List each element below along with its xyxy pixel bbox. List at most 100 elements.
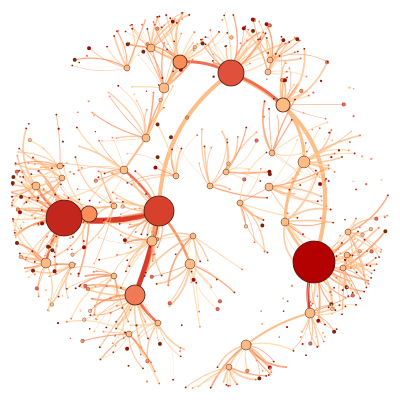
leaf-node bbox=[203, 145, 206, 148]
leaf-node bbox=[370, 277, 372, 279]
leaf-node bbox=[18, 210, 22, 215]
leaf-node bbox=[88, 199, 91, 202]
leaf-node bbox=[137, 334, 140, 337]
leaf-node bbox=[209, 29, 212, 32]
leaf-node bbox=[290, 118, 293, 121]
peripheral-node bbox=[221, 18, 224, 21]
leaf-node bbox=[131, 27, 134, 30]
leaf-node bbox=[146, 28, 149, 30]
leaf-node bbox=[40, 162, 43, 164]
leaf-node bbox=[333, 152, 336, 155]
leaf-node bbox=[241, 268, 244, 271]
peripheral-node bbox=[78, 198, 81, 201]
leaf-node bbox=[134, 231, 137, 233]
leaf-node bbox=[148, 313, 151, 315]
leaf-node bbox=[254, 138, 259, 143]
leaf-node bbox=[124, 242, 127, 245]
leaf-node bbox=[368, 227, 373, 232]
leaf-node bbox=[153, 253, 156, 256]
leaf-node bbox=[325, 167, 327, 170]
leaf-node bbox=[292, 348, 295, 351]
leaf-node bbox=[180, 147, 183, 150]
leaf-node bbox=[199, 260, 202, 263]
leaf-node bbox=[192, 45, 197, 50]
leaf-node bbox=[293, 36, 296, 39]
leaf-node bbox=[79, 284, 82, 286]
peripheral-node bbox=[337, 149, 341, 152]
peripheral-node bbox=[115, 345, 117, 347]
leaf-node bbox=[16, 173, 19, 176]
leaf-node bbox=[285, 70, 288, 73]
leaf-node bbox=[134, 170, 137, 173]
peripheral-node bbox=[352, 88, 355, 90]
leaf-node bbox=[335, 328, 338, 330]
leaf-node bbox=[98, 201, 101, 204]
leaf-node bbox=[284, 60, 287, 63]
leaf-node bbox=[98, 358, 101, 360]
hub-node-d bbox=[217, 59, 245, 87]
leaf-node bbox=[91, 111, 94, 114]
leaf-node bbox=[269, 373, 272, 376]
leaf-node bbox=[302, 112, 305, 114]
leaf-node bbox=[65, 320, 68, 323]
leaf-node bbox=[170, 19, 175, 24]
leaf-node bbox=[265, 151, 268, 154]
leaf-node bbox=[139, 353, 142, 356]
peripheral-node bbox=[133, 93, 135, 96]
leaf-node bbox=[270, 371, 273, 374]
leaf-node bbox=[233, 291, 236, 294]
leaf-node bbox=[172, 85, 174, 87]
leaf-node bbox=[36, 194, 39, 197]
leaf-node bbox=[179, 347, 182, 349]
hub-node-b bbox=[45, 199, 83, 237]
leaf-edge bbox=[284, 207, 332, 223]
leaf-node bbox=[320, 195, 323, 198]
leaf-node bbox=[130, 183, 133, 186]
peripheral-node bbox=[43, 147, 45, 150]
leaf-node bbox=[221, 130, 224, 133]
secondary-node bbox=[68, 261, 76, 269]
leaf-node bbox=[152, 21, 155, 23]
peripheral-node bbox=[65, 161, 69, 165]
leaf-node bbox=[149, 245, 152, 248]
main-link bbox=[157, 71, 233, 213]
secondary-node bbox=[240, 339, 252, 351]
peripheral-node bbox=[312, 91, 315, 94]
leaf-node bbox=[23, 267, 26, 269]
leaf-node bbox=[57, 295, 60, 298]
leaf-node bbox=[280, 35, 283, 38]
leaf-node bbox=[218, 31, 220, 33]
peripheral-node bbox=[301, 343, 304, 346]
leaf-node bbox=[102, 219, 105, 222]
leaf-node bbox=[121, 215, 124, 218]
peripheral-node bbox=[328, 131, 331, 134]
leaf-node bbox=[86, 287, 90, 291]
leaf-node bbox=[111, 136, 114, 139]
leaf-node bbox=[70, 252, 75, 257]
leaf-node bbox=[291, 177, 294, 180]
peripheral-node bbox=[78, 61, 81, 64]
peripheral-node bbox=[282, 310, 285, 312]
leaf-node bbox=[30, 214, 33, 217]
leaf-node bbox=[319, 321, 322, 323]
peripheral-node bbox=[321, 200, 323, 202]
leaf-node bbox=[353, 152, 356, 155]
leaf-edge bbox=[167, 235, 194, 287]
leaf-node bbox=[374, 216, 379, 221]
secondary-node bbox=[123, 64, 131, 72]
leaf-node bbox=[351, 254, 354, 257]
leaf-edge bbox=[239, 151, 268, 204]
leaf-node bbox=[253, 241, 256, 244]
peripheral-node bbox=[361, 248, 364, 251]
leaf-edge bbox=[175, 134, 198, 177]
leaf-node bbox=[102, 330, 105, 333]
secondary-node bbox=[264, 68, 272, 76]
leaf-node bbox=[147, 337, 149, 340]
leaf-node bbox=[373, 269, 376, 272]
leaf-node bbox=[327, 164, 330, 167]
leaf-node bbox=[55, 235, 58, 238]
leaf-node bbox=[89, 314, 92, 317]
peripheral-node bbox=[61, 140, 64, 143]
leaf-node bbox=[167, 301, 172, 306]
